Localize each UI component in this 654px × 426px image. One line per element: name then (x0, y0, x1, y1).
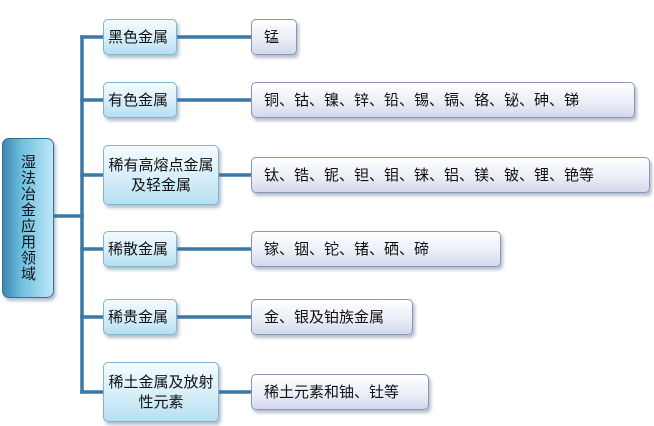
item-node-scattered: 镓、铟、铊、锗、硒、碲 (251, 231, 501, 267)
category-node-rare-refractory: 稀有高熔点金属及轻金属 (103, 145, 219, 205)
category-node-precious: 稀贵金属 (103, 299, 177, 335)
category-node-rare-earth-radioactive: 稀土金属及放射性元素 (103, 362, 219, 422)
item-node-rare-refractory: 钛、锆、铌、钽、钼、铼、铝、镁、铍、锂、铯等 (251, 157, 650, 193)
category-node-nonferrous: 有色金属 (103, 82, 177, 118)
category-node-scattered: 稀散金属 (103, 231, 177, 267)
item-node-precious: 金、银及铂族金属 (251, 299, 413, 335)
root-node: 湿法冶金应用领域 (2, 138, 54, 298)
item-node-ferrous: 锰 (251, 19, 297, 55)
category-node-ferrous: 黑色金属 (103, 19, 177, 55)
item-node-nonferrous: 铜、钴、镍、锌、铅、锡、镉、铬、铋、砷、锑 (251, 82, 635, 118)
item-node-rare-earth-radioactive: 稀土元素和铀、钍等 (251, 374, 429, 410)
